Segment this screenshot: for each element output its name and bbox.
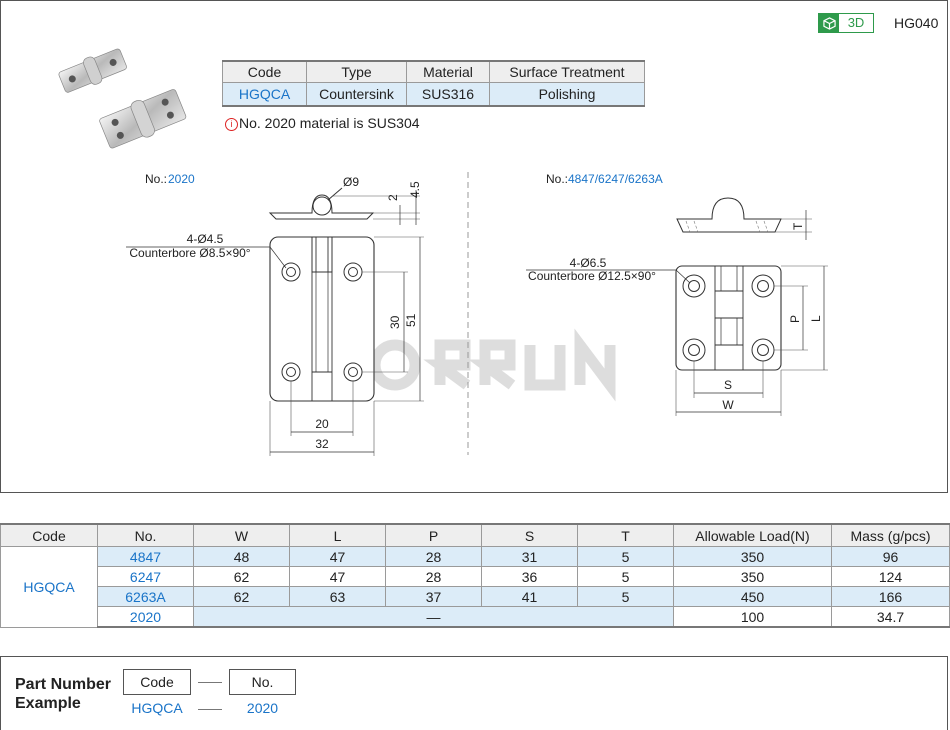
right-dim-L: L <box>809 315 823 322</box>
left-title-no[interactable]: 2020 <box>168 172 195 186</box>
row-no[interactable]: 2020 <box>97 606 194 628</box>
col-load: Allowable Load(N) <box>673 523 832 547</box>
col-s: S <box>481 523 578 547</box>
cell-mass: 34.7 <box>831 606 950 628</box>
part-number-label-line2: Example <box>15 695 81 712</box>
left-hole-label-1: 4-Ø4.5 <box>187 232 224 246</box>
cell-t: 5 <box>577 586 674 607</box>
cell-s: 36 <box>481 566 578 587</box>
row-code[interactable]: HGQCA <box>0 546 98 628</box>
pn-code-value[interactable]: HGQCA <box>131 700 183 716</box>
badge-label: 3D <box>847 15 865 30</box>
left-dim-32: 32 <box>315 437 329 451</box>
left-dim-20: 20 <box>315 417 329 431</box>
right-dim-T: T <box>791 222 805 230</box>
col-w: W <box>193 523 290 547</box>
cell-s: 41 <box>481 586 578 607</box>
col-no: No. <box>97 523 194 547</box>
left-hole-label-2: Counterbore Ø8.5×90° <box>129 246 250 260</box>
cell-load: 100 <box>673 606 832 628</box>
col-t: T <box>577 523 674 547</box>
table-row: 6247 62 47 28 36 5 350 124 <box>1 566 950 587</box>
cell-mass: 96 <box>831 546 950 567</box>
watermark-logo <box>339 328 616 402</box>
cell-p: 28 <box>385 566 482 587</box>
spec-type: Countersink <box>306 82 407 107</box>
cell-l: 63 <box>289 586 386 607</box>
cell-w: 62 <box>193 586 290 607</box>
spec-table: Code Type Material Surface Treatment HGQ… <box>222 60 645 107</box>
product-panel <box>0 0 948 493</box>
left-dim-2: 2 <box>386 194 400 201</box>
3d-badge[interactable]: 3D <box>818 13 874 33</box>
cell-load: 450 <box>673 586 832 607</box>
pn-value-separator <box>198 709 222 710</box>
right-dim-S: S <box>724 378 732 392</box>
spec-header-code: Code <box>222 60 307 83</box>
cell-s: 31 <box>481 546 578 567</box>
right-hole-label-2: Counterbore Ø12.5×90° <box>528 269 656 283</box>
spec-material: SUS316 <box>406 82 490 107</box>
part-number-label: Part Number Example <box>15 675 111 713</box>
table-row: 2020 — 100 34.7 <box>1 606 950 628</box>
pn-code-box: Code <box>123 669 191 695</box>
table-row: HGQCA 4847 48 47 28 31 5 350 96 <box>0 546 950 628</box>
dimension-table: Code No. W L P S T Allowable Load(N) Mas… <box>0 523 950 628</box>
part-number-example: Part Number Example Code No. HGQCA 2020 <box>0 656 948 730</box>
cell-t: 5 <box>577 546 674 567</box>
left-title-prefix: No.: <box>145 172 167 186</box>
spec-header-surface: Surface Treatment <box>489 60 645 83</box>
left-dim-phi: Ø9 <box>343 175 359 189</box>
left-dim-4-5: 4.5 <box>408 181 422 198</box>
cell-mass: 166 <box>831 586 950 607</box>
left-dim-30: 30 <box>388 315 402 329</box>
part-number-label-line1: Part Number <box>15 676 112 693</box>
row-no[interactable]: 6263A <box>97 586 194 607</box>
right-title-prefix: No.: <box>546 172 568 186</box>
col-p: P <box>385 523 482 547</box>
pn-no-box: No. <box>229 669 296 695</box>
cell-mass: 124 <box>831 566 950 587</box>
col-mass: Mass (g/pcs) <box>831 523 950 547</box>
product-photo <box>58 48 187 149</box>
spec-surface: Polishing <box>489 82 645 107</box>
pn-separator <box>198 682 222 683</box>
pn-no-value[interactable]: 2020 <box>246 700 279 716</box>
cube-icon <box>819 14 839 32</box>
technical-drawing: No.: 2020 Ø9 4.5 2 4-Ø4.5 Counterbore Ø8… <box>126 172 828 456</box>
row-no[interactable]: 6247 <box>97 566 194 587</box>
left-dim-51: 51 <box>404 313 418 327</box>
cell-w: 48 <box>193 546 290 567</box>
cell-w: 62 <box>193 566 290 587</box>
cell-load: 350 <box>673 566 832 587</box>
col-l: L <box>289 523 386 547</box>
product-code: HG040 <box>894 15 939 31</box>
cell-l: 47 <box>289 566 386 587</box>
right-dim-P: P <box>788 315 802 323</box>
spec-code[interactable]: HGQCA <box>222 82 307 107</box>
cell-dash: — <box>193 606 674 628</box>
table-row: 6263A 62 63 37 41 5 450 166 <box>1 586 950 607</box>
cell-l: 47 <box>289 546 386 567</box>
cell-p: 28 <box>385 546 482 567</box>
note-text: No. 2020 material is SUS304 <box>239 115 420 131</box>
right-hole-label-1: 4-Ø6.5 <box>570 256 607 270</box>
cell-p: 37 <box>385 586 482 607</box>
info-icon: i <box>225 118 238 131</box>
right-title-no[interactable]: 4847/6247/6263A <box>568 172 663 186</box>
right-dim-W: W <box>722 398 734 412</box>
row-no[interactable]: 4847 <box>97 546 194 567</box>
cell-t: 5 <box>577 566 674 587</box>
col-code: Code <box>0 523 98 547</box>
cell-load: 350 <box>673 546 832 567</box>
